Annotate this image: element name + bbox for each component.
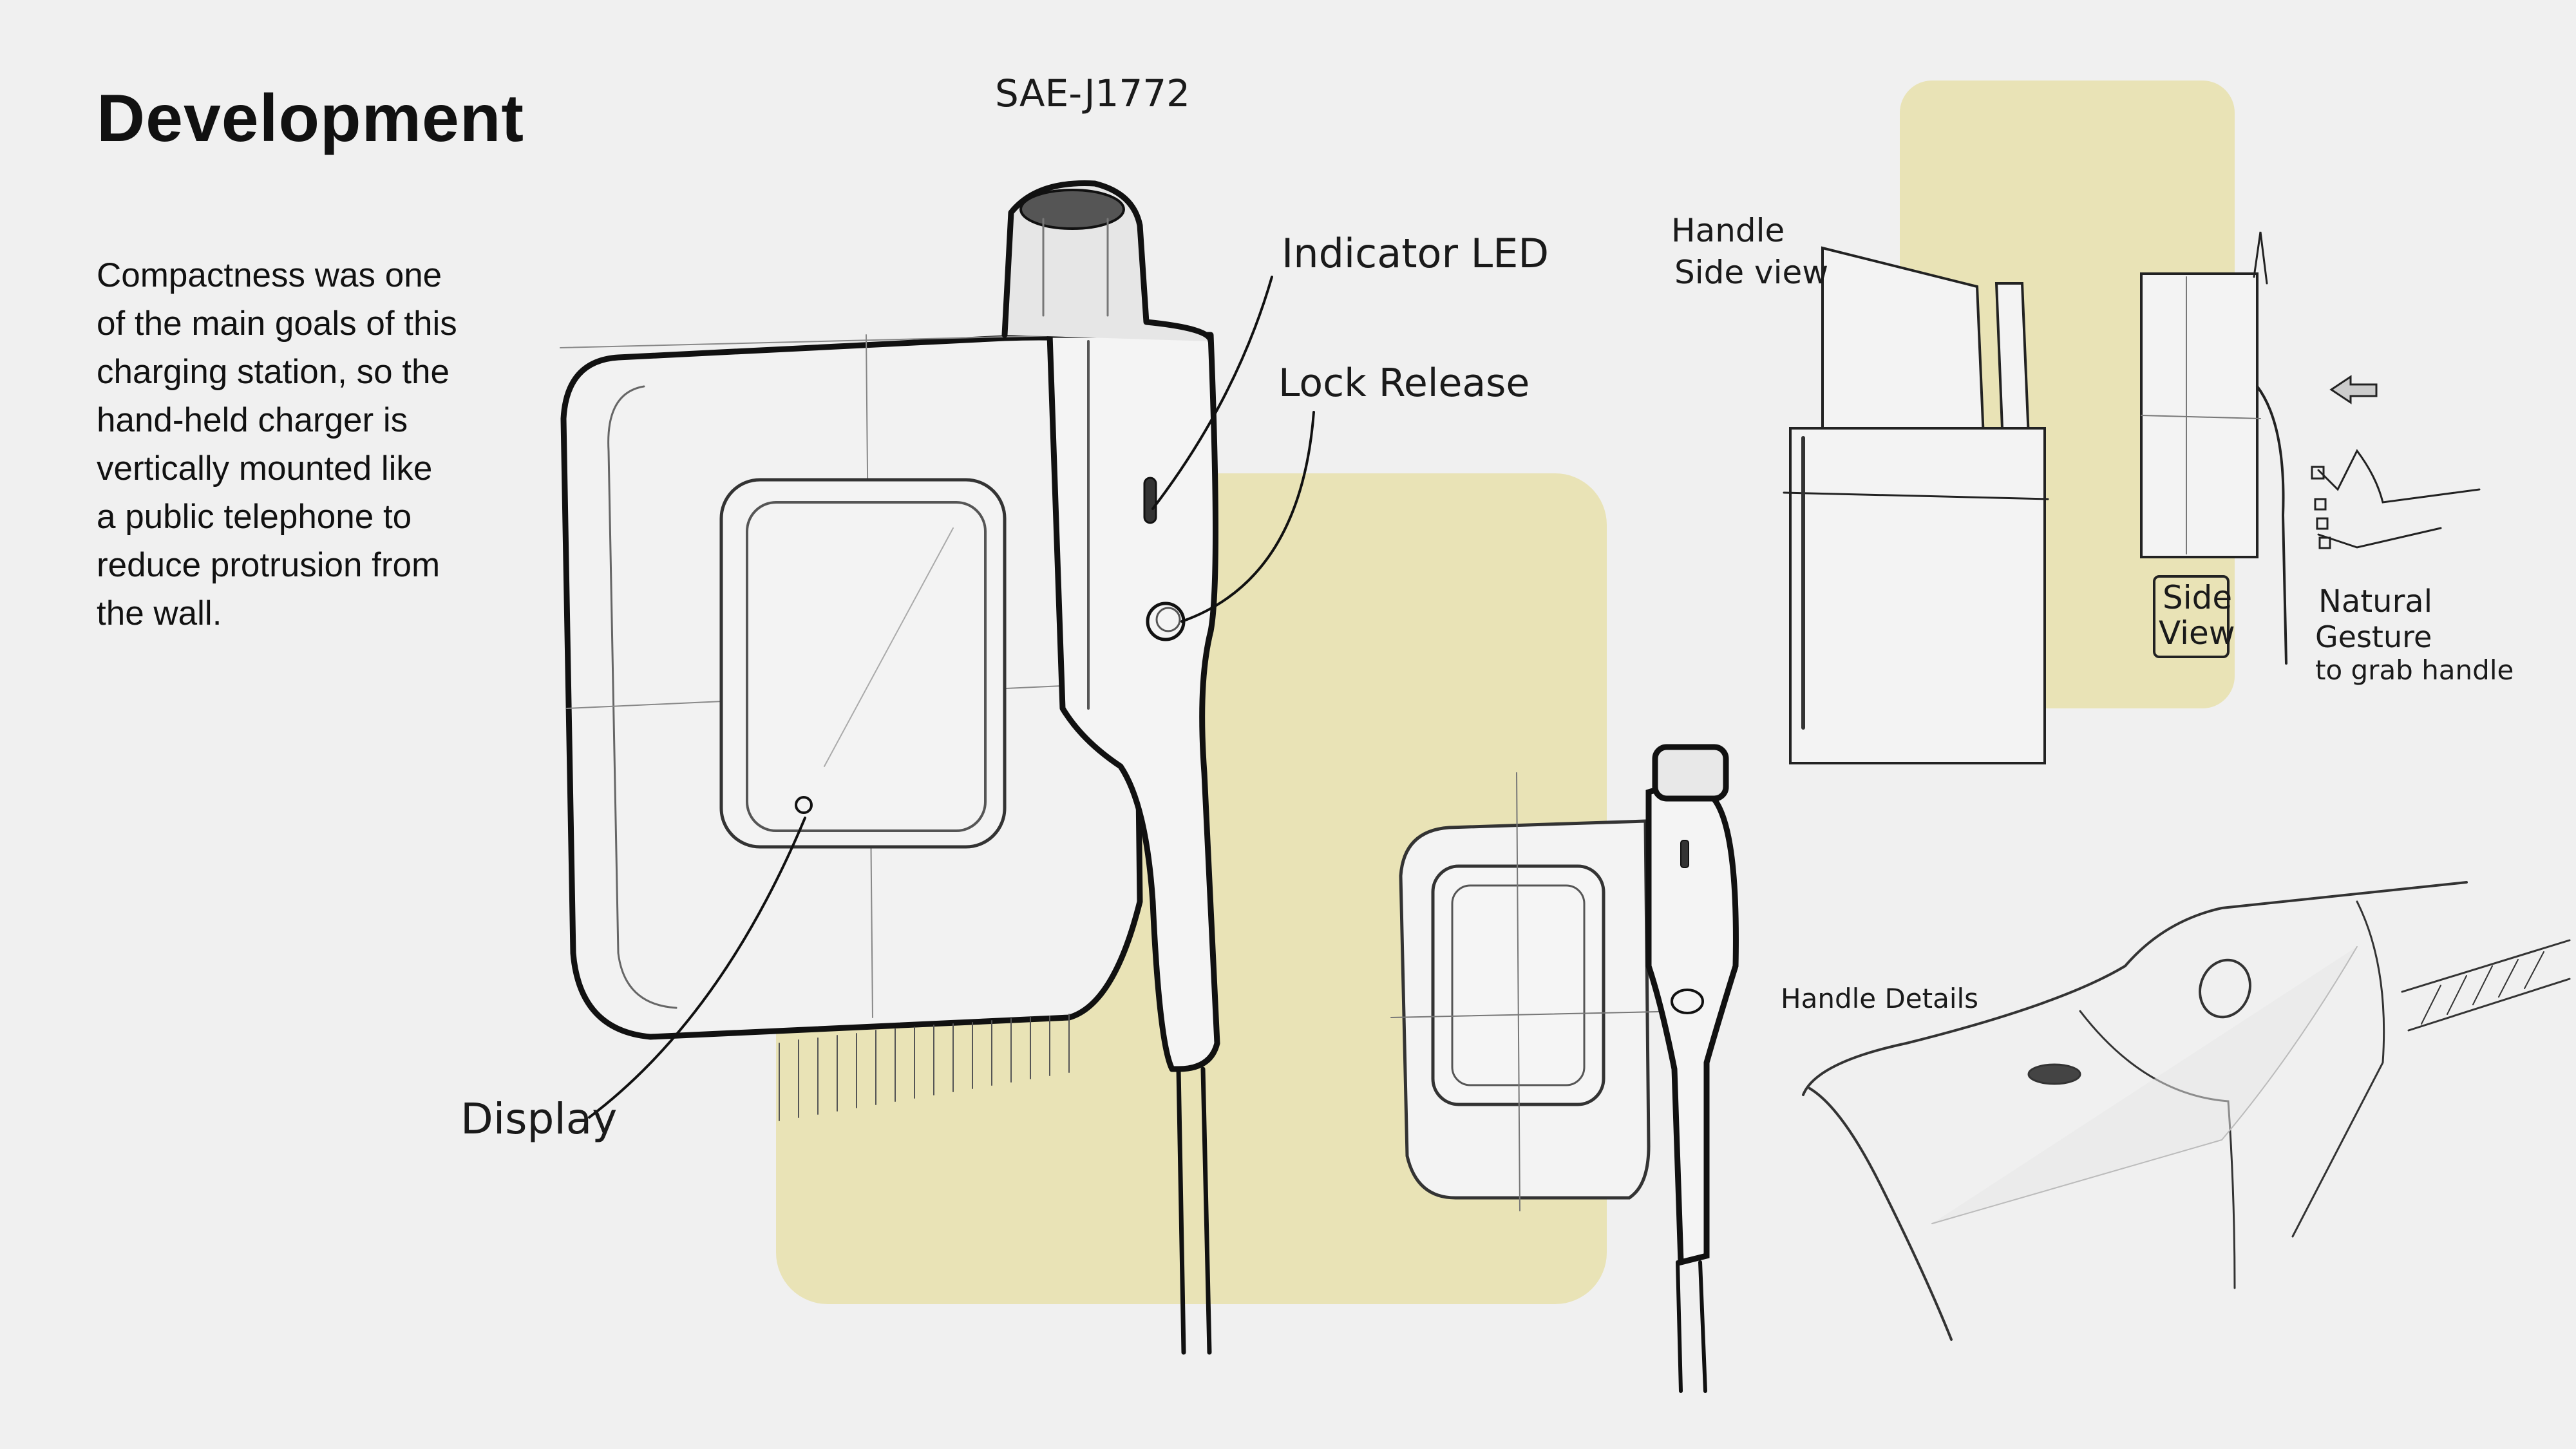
description-line: charging station, so the [97,353,450,391]
handle-body [1046,332,1220,1072]
handle-side-view-label: Handle [1671,212,1785,249]
description-line: hand-held charger is [97,401,408,439]
description-line: vertically mounted like [97,450,433,488]
main-charger-sketch [560,180,1315,1355]
natural-gesture-label: Gesture [2315,620,2432,654]
display-label: Display [460,1094,617,1144]
description-line: a public telephone to [97,498,412,536]
description-line: the wall. [97,594,222,632]
lock-release-label: Lock Release [1278,361,1530,406]
description-line: reduce protrusion from [97,546,440,584]
side-view-box-label: View [2159,614,2235,652]
indicator-led-label: Indicator LED [1282,230,1549,277]
indicator-led-slot [1143,477,1157,524]
handle-side-view-label: Side view [1674,254,1828,291]
hand-gesture-sketch [2317,449,2481,549]
page-title: Development [97,81,525,156]
handle-button [2199,958,2251,1019]
small-charger-sketch [1390,744,1739,1393]
description-line: Compactness was one [97,256,442,294]
display-indicator-dot [795,796,813,814]
handle-led-slot [2027,1063,2081,1085]
display-frame [719,478,1007,849]
handle-details-sketch [1802,881,2571,1341]
description-line: of the main goals of this [97,305,457,343]
model-label: SAE-J1772 [995,71,1190,115]
handle-details-label: Handle Details [1781,983,1978,1014]
side-view-box-label: Side [2163,579,2232,616]
natural-gesture-label: to grab handle [2315,654,2514,686]
arrow-left-icon [2329,375,2378,404]
handle-side-view-sketch [1783,246,2049,764]
side-view-sketch [2140,231,2481,665]
side-view-label-box [2153,575,2230,658]
description-paragraph: Compactness was one of the main goals of… [97,251,496,638]
natural-gesture-label: Natural [2318,583,2432,620]
